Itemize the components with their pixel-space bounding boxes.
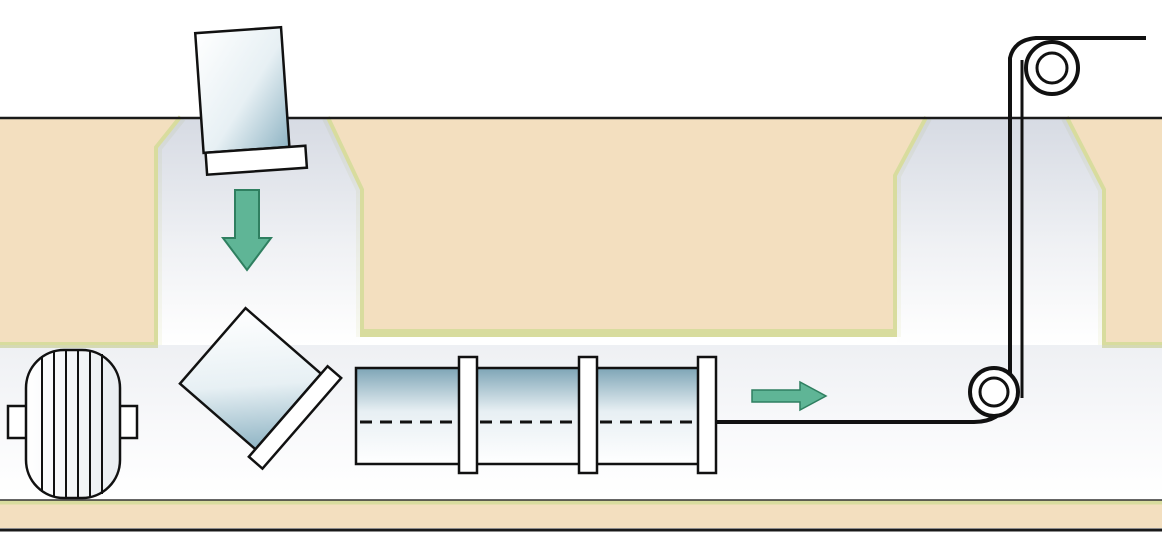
pulley-top-icon [1024, 40, 1080, 96]
pipe-joint-3 [696, 355, 718, 475]
pulling-cable [716, 36, 1146, 424]
electric-motor-icon [6, 348, 139, 500]
pipe-joint-2 [577, 355, 599, 475]
pipe-joint-1 [457, 355, 479, 475]
arrow-right-icon [751, 380, 828, 412]
pipe-string [354, 355, 718, 475]
pipe-segment-icon [193, 25, 309, 177]
arrow-down-icon [221, 189, 273, 272]
pipe-segment-tilted-icon [178, 306, 343, 471]
lower-soil-layer [0, 499, 1162, 532]
pulley-icon [968, 366, 1020, 418]
